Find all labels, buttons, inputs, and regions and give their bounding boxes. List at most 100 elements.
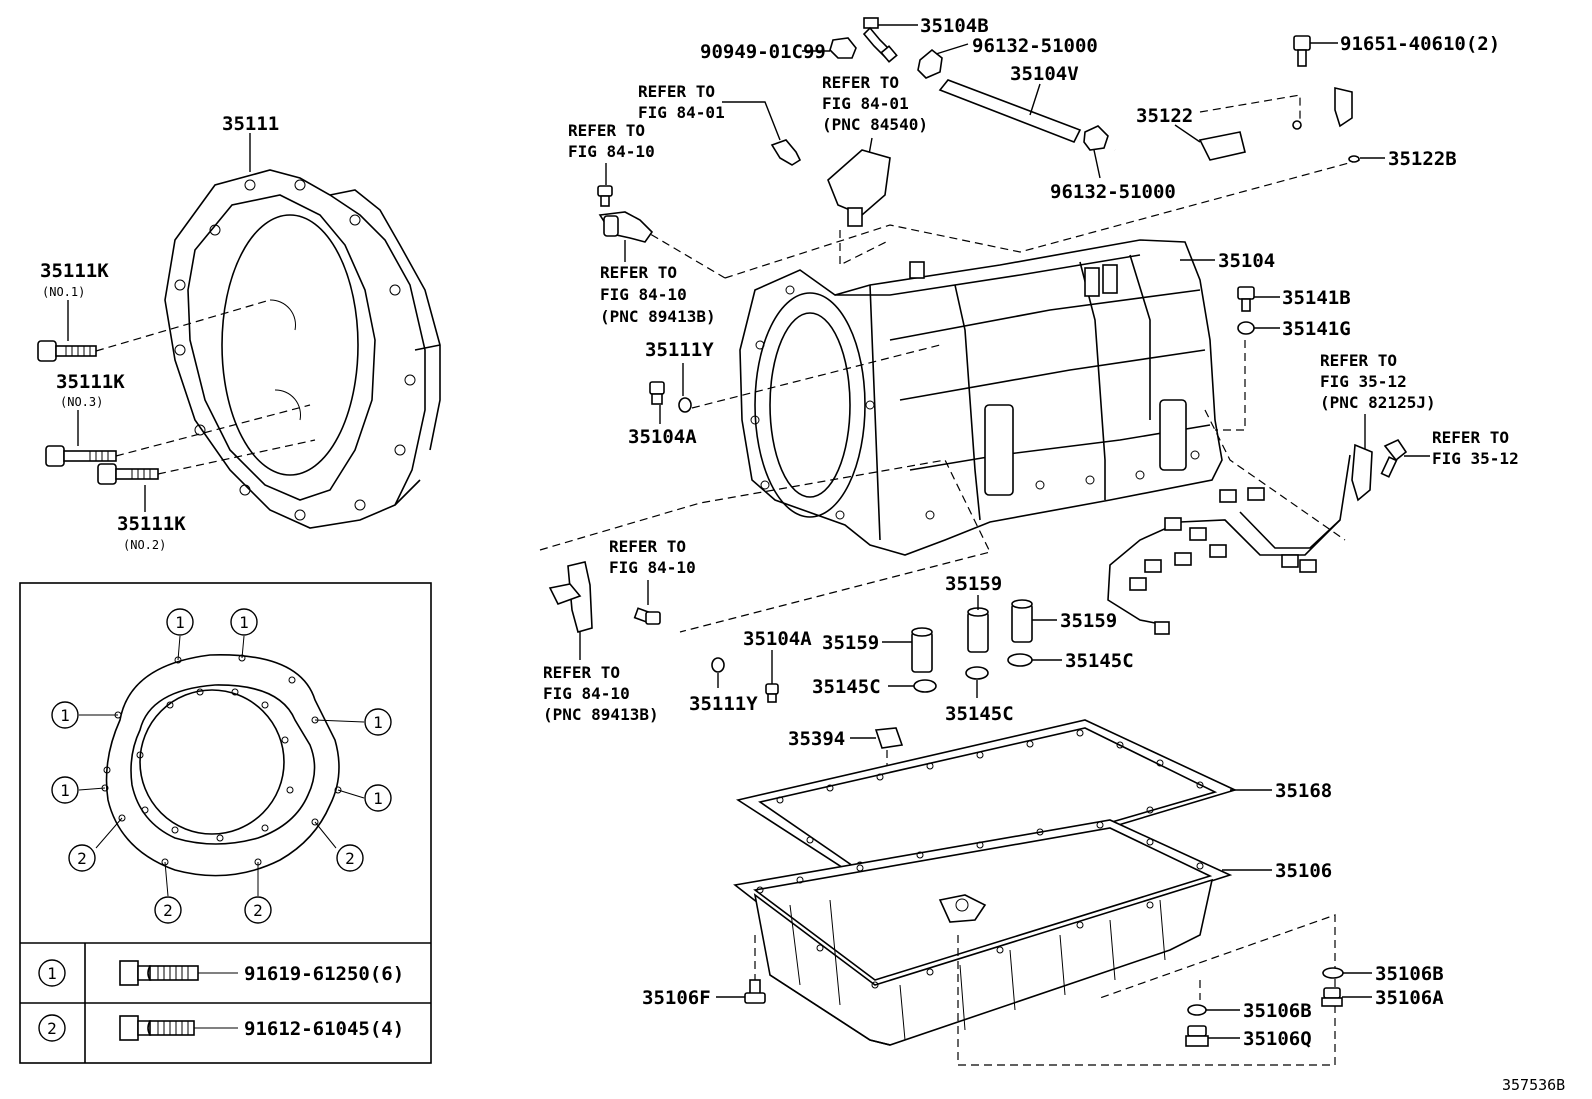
ref-84-10-b-line2: FIG 84-10 (609, 558, 696, 577)
svg-text:2: 2 (163, 901, 173, 920)
label-35159-c: 35159 (1060, 610, 1117, 632)
svg-text:1: 1 (47, 964, 57, 983)
gasket-35106b-a-icon (1322, 967, 1344, 979)
label-35168: 35168 (1275, 780, 1332, 802)
label-35106b-b: 35106B (1243, 1000, 1312, 1022)
svg-text:2: 2 (47, 1019, 57, 1038)
hole-mark-1b: 1 (230, 608, 258, 636)
label-35104v: 35104V (1010, 63, 1079, 85)
bolt-84-01-icon (770, 139, 802, 166)
bolt-35111k-no1-icon (37, 340, 97, 362)
label-35104a-a: 35104A (628, 426, 697, 448)
hole-mark-1d: 1 (364, 708, 392, 736)
svg-text:2: 2 (253, 901, 263, 920)
label-35111k-no2: 35111K (117, 513, 186, 535)
legend-row-1: 1 91619-61250(6) (38, 959, 404, 987)
ref-35-12-b-line2: FIG 35-12 (1432, 449, 1519, 468)
gasket-35106b-b-icon (1187, 1004, 1207, 1016)
label-35111y-a: 35111Y (645, 339, 714, 361)
ref-84-10-b-line1: REFER TO (609, 537, 686, 556)
plug-35106q-icon (1185, 1025, 1209, 1047)
label-35104: 35104 (1218, 250, 1275, 272)
bolt-legend-box: 1 1 1 1 1 1 2 2 2 2 1 91619-61250(6) 2 (19, 582, 432, 1064)
ref-89413b-top-line2: FIG 84-10 (600, 285, 687, 304)
ref-84-01-b-line3: (PNC 84540) (822, 115, 928, 134)
label-35122b: 35122B (1388, 148, 1457, 170)
ref-84-01-b-line1: REFER TO (822, 73, 899, 92)
label-35141g: 35141G (1282, 318, 1351, 340)
ref-89413b-top-line1: REFER TO (600, 263, 677, 282)
label-35111: 35111 (222, 113, 279, 135)
hose-35104v-icon (938, 79, 1082, 144)
solenoid-84540-icon (827, 149, 891, 227)
piston-35159-b-icon (967, 607, 989, 653)
hole-mark-1a: 1 (166, 608, 194, 636)
ref-84-01-b-line2: FIG 84-01 (822, 94, 909, 113)
hole-mark-1f: 1 (364, 784, 392, 812)
o-ring-35111y-b-icon (711, 657, 725, 673)
svg-text:1: 1 (60, 706, 70, 725)
label-35106: 35106 (1275, 860, 1332, 882)
clamp-96132-top-icon (917, 48, 943, 79)
label-35106q: 35106Q (1243, 1028, 1312, 1050)
label-91651-40610: 91651-40610(2) (1340, 33, 1500, 55)
label-35106f: 35106F (642, 987, 711, 1009)
label-no2: (NO.2) (123, 538, 166, 552)
label-35104b: 35104B (920, 15, 989, 37)
oil-pan-35106-icon (733, 819, 1233, 1046)
spring-35145c-a-icon (913, 679, 937, 693)
legend-part-2: 91612-61045(4) (244, 1018, 404, 1040)
sensor-35104b-icon (862, 17, 898, 63)
spring-35145c-b-icon (965, 666, 989, 680)
ref-89413b-bottom-line2: FIG 84-10 (543, 684, 630, 703)
o-ring-35111y-a-icon (678, 397, 692, 413)
svg-text:2: 2 (77, 849, 87, 868)
bolt-35106f-icon (744, 979, 766, 1004)
washer-35141g-icon (1237, 321, 1255, 335)
ref-35-12-a-line2: FIG 35-12 (1320, 372, 1407, 391)
diagram-id: 357536B (1502, 1076, 1565, 1094)
spring-35145c-c-icon (1007, 653, 1033, 667)
label-96132-51000-top: 96132-51000 (972, 35, 1098, 57)
ref-84-10-a-line2: FIG 84-10 (568, 142, 655, 161)
bolt-91651-icon (1293, 35, 1311, 67)
label-35122: 35122 (1136, 105, 1193, 127)
label-35159-a: 35159 (822, 632, 879, 654)
magnet-35394-icon (874, 727, 904, 749)
label-35145c-a: 35145C (812, 676, 881, 698)
label-35159-b: 35159 (945, 573, 1002, 595)
label-no3: (NO.3) (60, 395, 103, 409)
label-96132-51000-mid: 96132-51000 (1050, 181, 1176, 203)
piston-35159-c-icon (1011, 599, 1033, 643)
label-35145c-b: 35145C (945, 703, 1014, 725)
sensor-89413b-top-icon (598, 211, 654, 243)
bolt-84-10-b-icon (633, 607, 661, 625)
ref-84-01-a-line2: FIG 84-01 (638, 103, 725, 122)
hole-mark-2a: 2 (68, 844, 96, 872)
hole-mark-1c: 1 (51, 701, 79, 729)
bolt-long-icon (119, 960, 199, 986)
label-35104a-b: 35104A (743, 628, 812, 650)
svg-text:1: 1 (239, 613, 249, 632)
label-no1: (NO.1) (42, 285, 85, 299)
bolt-35111k-no3-icon (45, 445, 117, 467)
ref-89413b-top-line3: (PNC 89413B) (600, 307, 716, 326)
label-35394: 35394 (788, 728, 845, 750)
ref-84-10-a-line1: REFER TO (568, 121, 645, 140)
label-35141b: 35141B (1282, 287, 1351, 309)
bolt-35111k-no2-icon (97, 463, 159, 485)
bolt-short-icon (119, 1015, 195, 1041)
ref-89413b-bottom-line3: (PNC 89413B) (543, 705, 659, 724)
label-35111k-no3: 35111K (56, 371, 125, 393)
label-35145c-c: 35145C (1065, 650, 1134, 672)
piston-35159-a-icon (911, 627, 933, 673)
svg-text:1: 1 (175, 613, 185, 632)
plug-35104a-b-icon (765, 683, 779, 703)
washer-35122b-icon (1348, 155, 1360, 163)
ref-35-12-b-line1: REFER TO (1432, 428, 1509, 447)
svg-text:1: 1 (373, 713, 383, 732)
label-90949-01c99: 90949-01C99 (700, 41, 826, 63)
clamp-96132-mid-icon (1083, 125, 1109, 151)
ref-35-12-a-line3: (PNC 82125J) (1320, 393, 1436, 412)
